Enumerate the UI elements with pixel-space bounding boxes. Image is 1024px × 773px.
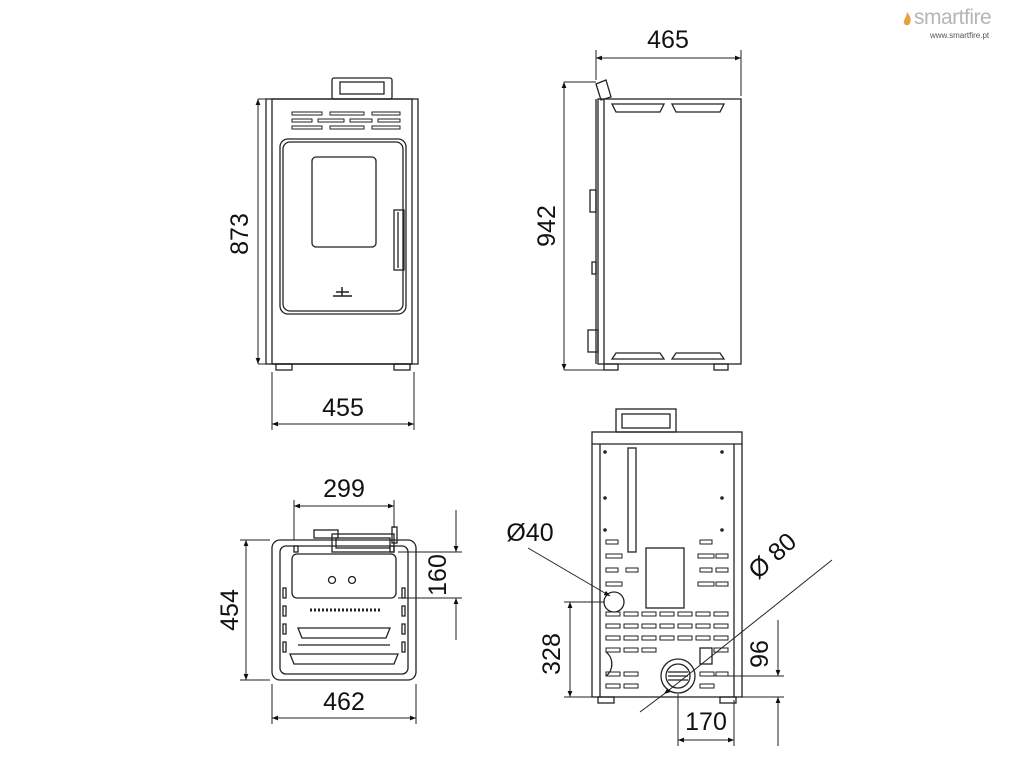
dimension-label: Ø40 bbox=[506, 519, 553, 547]
brand-name-part2: fire bbox=[964, 6, 992, 29]
dimension-label: 873 bbox=[226, 213, 254, 255]
rear-view bbox=[591, 408, 743, 704]
dimension-label: 465 bbox=[647, 26, 689, 54]
side-dimensions bbox=[561, 50, 742, 371]
brand-logo: smartfire www.smartfire.pt bbox=[900, 6, 1018, 42]
dimension-label: 328 bbox=[538, 633, 566, 675]
front-dimensions bbox=[255, 98, 415, 430]
brand-name: smartfire bbox=[914, 6, 992, 30]
rear-dimensions bbox=[527, 547, 833, 746]
top-dimensions bbox=[240, 500, 462, 724]
dimension-label: 462 bbox=[323, 688, 365, 716]
brand-name-part1: smart bbox=[914, 6, 965, 29]
brand-url: www.smartfire.pt bbox=[930, 31, 990, 40]
dimension-label: 454 bbox=[216, 589, 244, 631]
dimension-label: 455 bbox=[322, 394, 364, 422]
dimension-label: Ø 80 bbox=[743, 528, 802, 585]
side-view bbox=[587, 79, 742, 371]
dimension-label: 942 bbox=[533, 205, 561, 247]
dimension-label: 299 bbox=[323, 475, 365, 503]
dimension-label: 96 bbox=[746, 640, 774, 668]
flame-icon bbox=[903, 12, 911, 26]
dimension-label: 160 bbox=[424, 554, 452, 596]
front-view bbox=[265, 77, 419, 371]
top-view bbox=[271, 526, 417, 681]
dimension-label: 170 bbox=[685, 708, 727, 736]
